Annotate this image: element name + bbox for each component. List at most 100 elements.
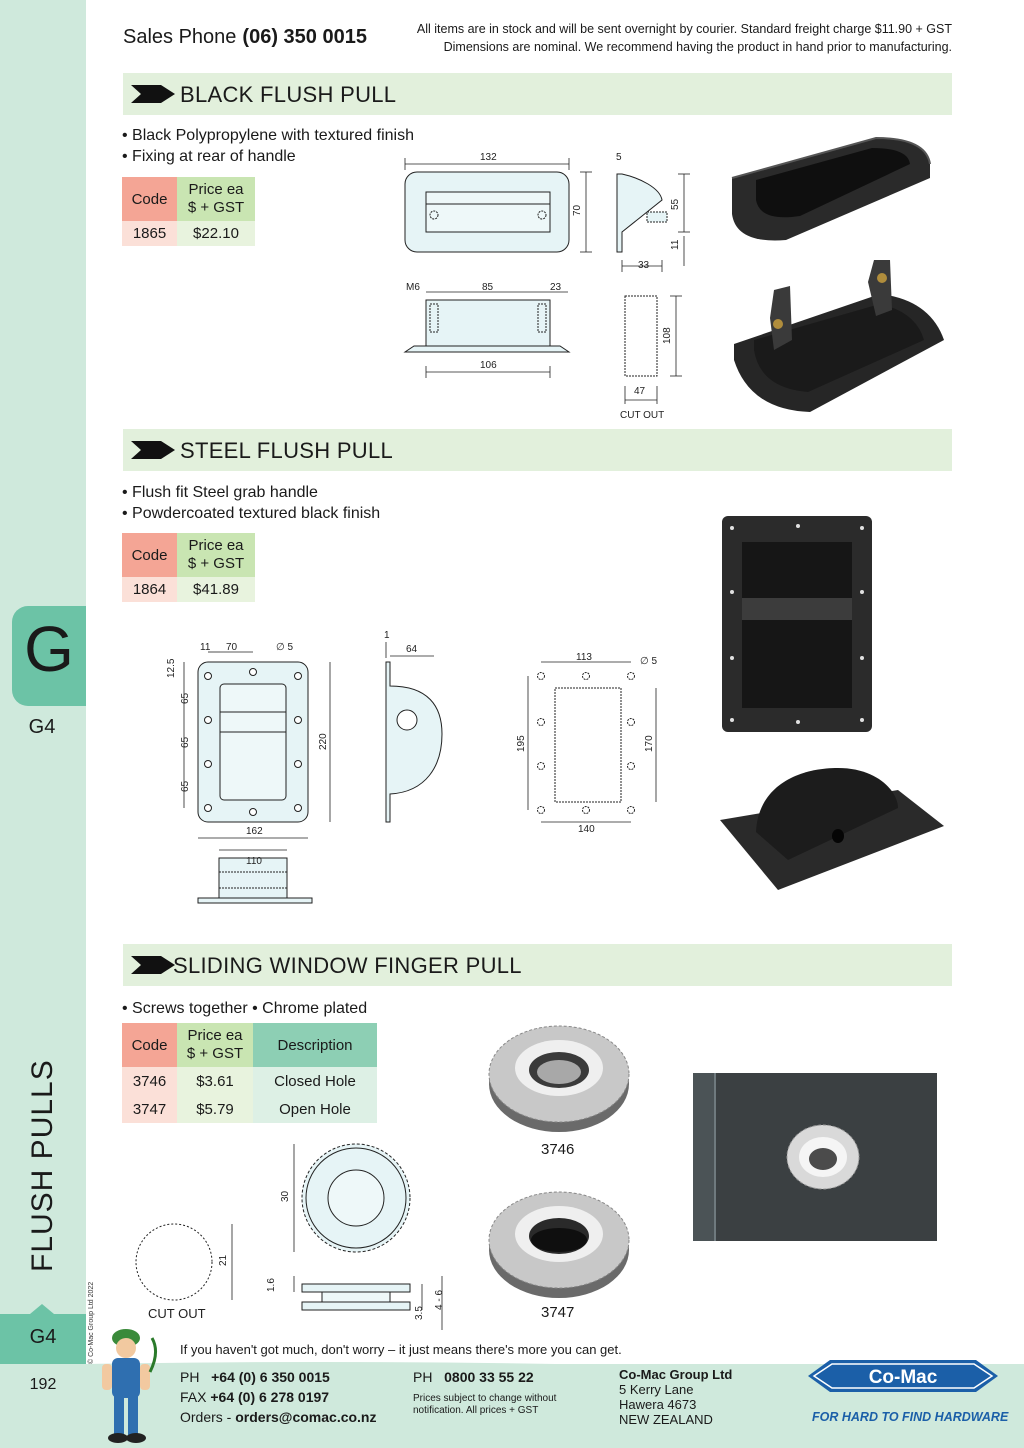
black-pull-technical-drawing: 132 70 5 55 11 33 M6 85 23 106 108 47 CU… bbox=[403, 152, 690, 420]
section-bar-black-flush-pull: BLACK FLUSH PULL bbox=[123, 73, 952, 115]
price-table: Code Price ea $ + GST 1865 $22.10 bbox=[122, 177, 255, 246]
dim-label: 85 bbox=[482, 282, 494, 293]
finger-pull-installed-photo bbox=[693, 1073, 937, 1241]
orders-label: Orders - bbox=[180, 1409, 232, 1425]
dim-label: 1.6 bbox=[266, 1278, 277, 1292]
dim-label: 3.5 bbox=[414, 1306, 425, 1320]
header-price: Price ea $ + GST bbox=[177, 1023, 253, 1067]
freephone-number[interactable]: 0800 33 55 22 bbox=[444, 1369, 534, 1385]
phone-label: PH bbox=[180, 1369, 200, 1385]
cell-description: Open Hole bbox=[253, 1095, 377, 1123]
address-line: 5 Kerry Lane bbox=[619, 1382, 694, 1397]
footer-fax: FAX +64 (0) 6 278 0197 bbox=[180, 1387, 377, 1407]
header-price: Price ea $ + GST bbox=[177, 177, 255, 221]
sales-phone: Sales Phone(06) 350 0015 bbox=[123, 26, 367, 49]
section-title: BLACK FLUSH PULL bbox=[180, 82, 397, 107]
section-title: SLIDING WINDOW FINGER PULL bbox=[173, 953, 522, 978]
freephone-label: PH bbox=[413, 1369, 433, 1385]
steel-pull-front-photo bbox=[722, 516, 872, 732]
dim-label: 23 bbox=[550, 282, 562, 293]
feature-item: • Powdercoated textured black finish bbox=[122, 505, 381, 522]
price-table: Code Price ea $ + GST Description 3746 $… bbox=[122, 1023, 377, 1123]
finger-pull-technical-drawing: 30 21 CUT OUT 1.6 3.5 4 - 6 bbox=[135, 1143, 445, 1330]
section-tab-letter: G bbox=[24, 613, 74, 685]
cell-code: 1865 bbox=[122, 221, 177, 246]
phone-number[interactable]: +64 (0) 6 350 0015 bbox=[211, 1369, 330, 1385]
dim-label: 106 bbox=[480, 360, 497, 371]
dim-label: 110 bbox=[246, 856, 262, 867]
sales-label: Sales Phone bbox=[123, 26, 237, 48]
disclaimer-line: Prices subject to change without bbox=[413, 1393, 557, 1404]
cell-code: 1864 bbox=[122, 577, 177, 602]
footer-curve bbox=[86, 1362, 1024, 1380]
cell-price: $41.89 bbox=[177, 577, 255, 602]
dim-label: 55 bbox=[670, 198, 681, 210]
feature-item: • Black Polypropylene with textured fini… bbox=[122, 127, 414, 144]
table-row: 3746 $3.61 Closed Hole bbox=[122, 1067, 377, 1095]
section-title: STEEL FLUSH PULL bbox=[180, 438, 394, 463]
logo-slogan: FOR HARD TO FIND HARDWARE bbox=[812, 1410, 1009, 1424]
header-code: Code bbox=[122, 1023, 177, 1067]
arrow-icon bbox=[131, 956, 175, 974]
dim-label: 1 bbox=[384, 630, 390, 641]
address-line: NEW ZEALAND bbox=[619, 1412, 713, 1427]
dim-label: 12.5 bbox=[166, 658, 177, 678]
dim-label: 65 bbox=[180, 780, 191, 792]
dim-label: 132 bbox=[480, 152, 497, 163]
feature-item: • Fixing at rear of handle bbox=[122, 148, 296, 165]
orders-email[interactable]: orders@comac.co.nz bbox=[235, 1409, 377, 1425]
disclaimer-line: notification. All prices + GST bbox=[413, 1405, 539, 1416]
product-caption: 3746 bbox=[541, 1141, 575, 1158]
side-section-title: FLUSH PULLS bbox=[26, 1059, 59, 1272]
fax-label: FAX bbox=[180, 1389, 207, 1405]
dim-label: 21 bbox=[218, 1254, 229, 1266]
cell-code: 3746 bbox=[122, 1067, 177, 1095]
black-pull-rear-photo bbox=[734, 260, 944, 412]
feature-item: • Flush fit Steel grab handle bbox=[122, 484, 318, 501]
dim-label: ∅ 5 bbox=[276, 642, 293, 653]
dim-label: 195 bbox=[516, 735, 527, 752]
cutout-label: CUT OUT bbox=[620, 410, 664, 420]
cell-price: $22.10 bbox=[177, 221, 255, 246]
header-code: Code bbox=[122, 533, 177, 577]
dim-label: 140 bbox=[578, 824, 595, 835]
company-name: Co-Mac Group Ltd bbox=[619, 1367, 733, 1382]
page-number: 192 bbox=[29, 1376, 57, 1393]
freephone-line: PH 0800 33 55 22 bbox=[413, 1367, 556, 1387]
header-description: Description bbox=[253, 1023, 377, 1067]
dim-label: 11 bbox=[200, 642, 211, 653]
dim-label: 108 bbox=[662, 327, 673, 344]
dim-label: 64 bbox=[406, 644, 418, 655]
cell-description: Closed Hole bbox=[253, 1067, 377, 1095]
comac-logo: Co-Mac bbox=[808, 1360, 998, 1392]
dim-label: ∅ 5 bbox=[640, 656, 657, 667]
arrow-icon bbox=[131, 85, 175, 103]
steel-pull-side-photo bbox=[720, 768, 944, 890]
finger-pull-3746-photo bbox=[488, 1025, 630, 1132]
cutout-label: CUT OUT bbox=[148, 1306, 206, 1321]
dim-label: 65 bbox=[180, 736, 191, 748]
table-row: 3747 $5.79 Open Hole bbox=[122, 1095, 377, 1123]
side-band bbox=[0, 0, 86, 1448]
footer-address: Co-Mac Group Ltd 5 Kerry Lane Hawera 467… bbox=[619, 1367, 732, 1427]
dim-label: 220 bbox=[318, 733, 329, 750]
page-code-top: G4 bbox=[28, 716, 56, 738]
section-bar-sliding-window-finger-pull: SLIDING WINDOW FINGER PULL bbox=[123, 944, 952, 986]
dim-label: 170 bbox=[644, 735, 655, 752]
steel-pull-technical-drawing: 11 70 ∅ 5 12.5 65 65 65 220 162 1 64 110… bbox=[166, 630, 657, 904]
footer-tagline: If you haven't got much, don't worry – i… bbox=[180, 1342, 622, 1357]
mascot-icon bbox=[102, 1329, 157, 1443]
arrow-icon bbox=[131, 441, 175, 459]
price-table: Code Price ea $ + GST 1864 $41.89 bbox=[122, 533, 255, 602]
dim-label: 47 bbox=[634, 386, 646, 397]
finger-pull-3747-photo bbox=[488, 1191, 630, 1298]
product-caption: 3747 bbox=[541, 1304, 575, 1321]
header-notice: All items are in stock and will be sent … bbox=[417, 20, 952, 56]
black-pull-front-photo bbox=[731, 136, 931, 241]
footer-orders: Orders - orders@comac.co.nz bbox=[180, 1407, 377, 1427]
notice-line-1: All items are in stock and will be sent … bbox=[416, 22, 952, 36]
header-price: Price ea $ + GST bbox=[177, 533, 255, 577]
section-tab: G bbox=[12, 606, 86, 706]
cell-price: $5.79 bbox=[177, 1095, 253, 1123]
table-row: 1864 $41.89 bbox=[122, 577, 255, 602]
